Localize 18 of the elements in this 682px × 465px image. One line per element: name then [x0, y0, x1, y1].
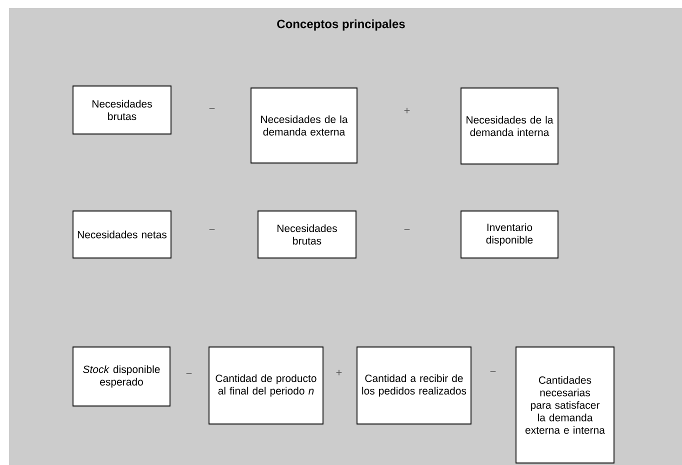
concept-box: Cantidad a recibir de los pedidos realizados	[356, 346, 472, 424]
concept-box: Cantidad de producto al final del periodo n	[208, 346, 324, 424]
concept-box: Cantidades necesarias para satisfacer la demanda externa e interna	[516, 346, 614, 464]
title: Conceptos principales	[277, 19, 405, 31]
concept-box: Necesidades de la demanda interna	[460, 88, 558, 164]
operator-sign: +	[336, 370, 342, 376]
operator-sign: −	[404, 228, 410, 230]
operator-sign: −	[209, 228, 215, 230]
concept-box: Necesidades de la demanda externa	[250, 88, 358, 164]
operator-sign: −	[209, 108, 215, 109]
concept-box: Necesidades netas	[72, 210, 172, 258]
concept-box: Necesidades brutas	[258, 210, 356, 258]
concept-box: Stock disponible esperado	[72, 346, 170, 406]
concept-box: Necesidades brutas	[72, 86, 172, 134]
operator-sign: −	[490, 370, 496, 372]
operator-sign: +	[404, 108, 410, 114]
concept-box: Inventario disponible	[460, 210, 558, 258]
operator-sign: −	[186, 372, 192, 374]
